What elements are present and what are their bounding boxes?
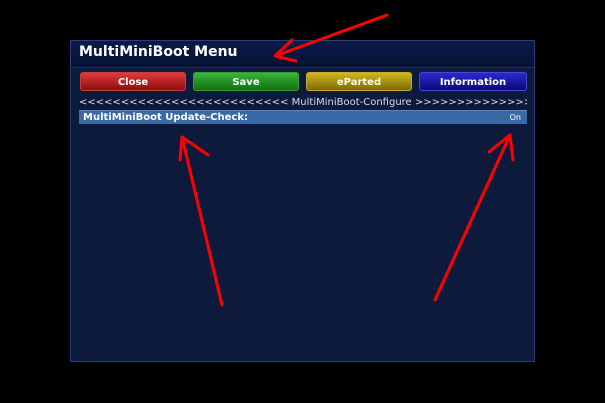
config-item-label: MultiMiniBoot Update-Check: — [83, 112, 248, 123]
close-button[interactable]: Close — [80, 72, 186, 91]
eparted-button[interactable]: eParted — [306, 72, 412, 91]
config-item-value[interactable]: On — [509, 113, 521, 122]
window-title: MultiMiniBoot Menu — [79, 44, 238, 60]
information-button[interactable]: Information — [419, 72, 527, 91]
config-section-header: <<<<<<<<<<<<<<<<<<<<<<<<< MultiMiniBoot-… — [79, 97, 527, 108]
multiminiboot-window: MultiMiniBoot Menu Close Save eParted In… — [70, 40, 535, 362]
title-bar: MultiMiniBoot Menu — [71, 41, 534, 68]
save-button[interactable]: Save — [193, 72, 299, 91]
config-item-update-check[interactable]: MultiMiniBoot Update-Check: On — [79, 110, 527, 124]
